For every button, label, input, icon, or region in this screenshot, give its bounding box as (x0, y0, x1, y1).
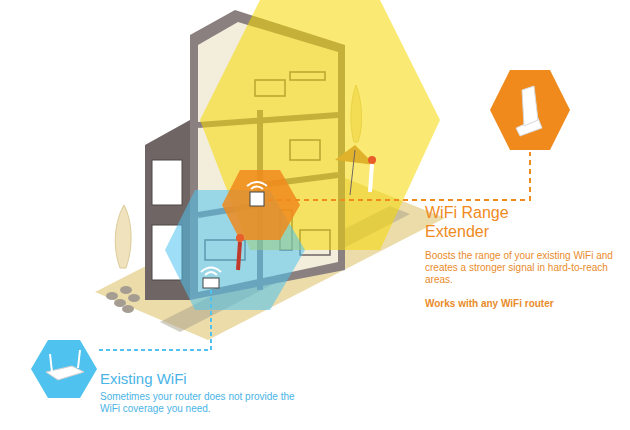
person (236, 234, 244, 242)
umbrella-pole (350, 150, 355, 195)
umbrella (335, 145, 375, 165)
wifi-waves (247, 182, 267, 189)
wifi-waves (201, 268, 221, 276)
shrub (115, 205, 131, 268)
router-icon (31, 340, 97, 398)
extender-core (222, 170, 300, 240)
person (368, 156, 376, 164)
extender-device (250, 192, 264, 206)
person (370, 164, 372, 192)
leader-line (268, 152, 530, 200)
person (238, 242, 240, 270)
extender-symbol (516, 86, 542, 136)
router-symbol (46, 350, 84, 380)
description: Sometimes your router does not provide t… (100, 391, 315, 415)
router-device (203, 278, 219, 288)
note: Works with any WiFi router (425, 298, 617, 310)
description: Boosts the range of your existing WiFi a… (425, 250, 617, 286)
window (152, 160, 182, 205)
extender-coverage (200, 0, 440, 250)
extender-icon (490, 70, 570, 150)
leader-line (98, 290, 211, 350)
heading: WiFi Range Extender (425, 203, 545, 241)
stones (106, 286, 140, 313)
heading: Existing WiFi (100, 370, 300, 388)
